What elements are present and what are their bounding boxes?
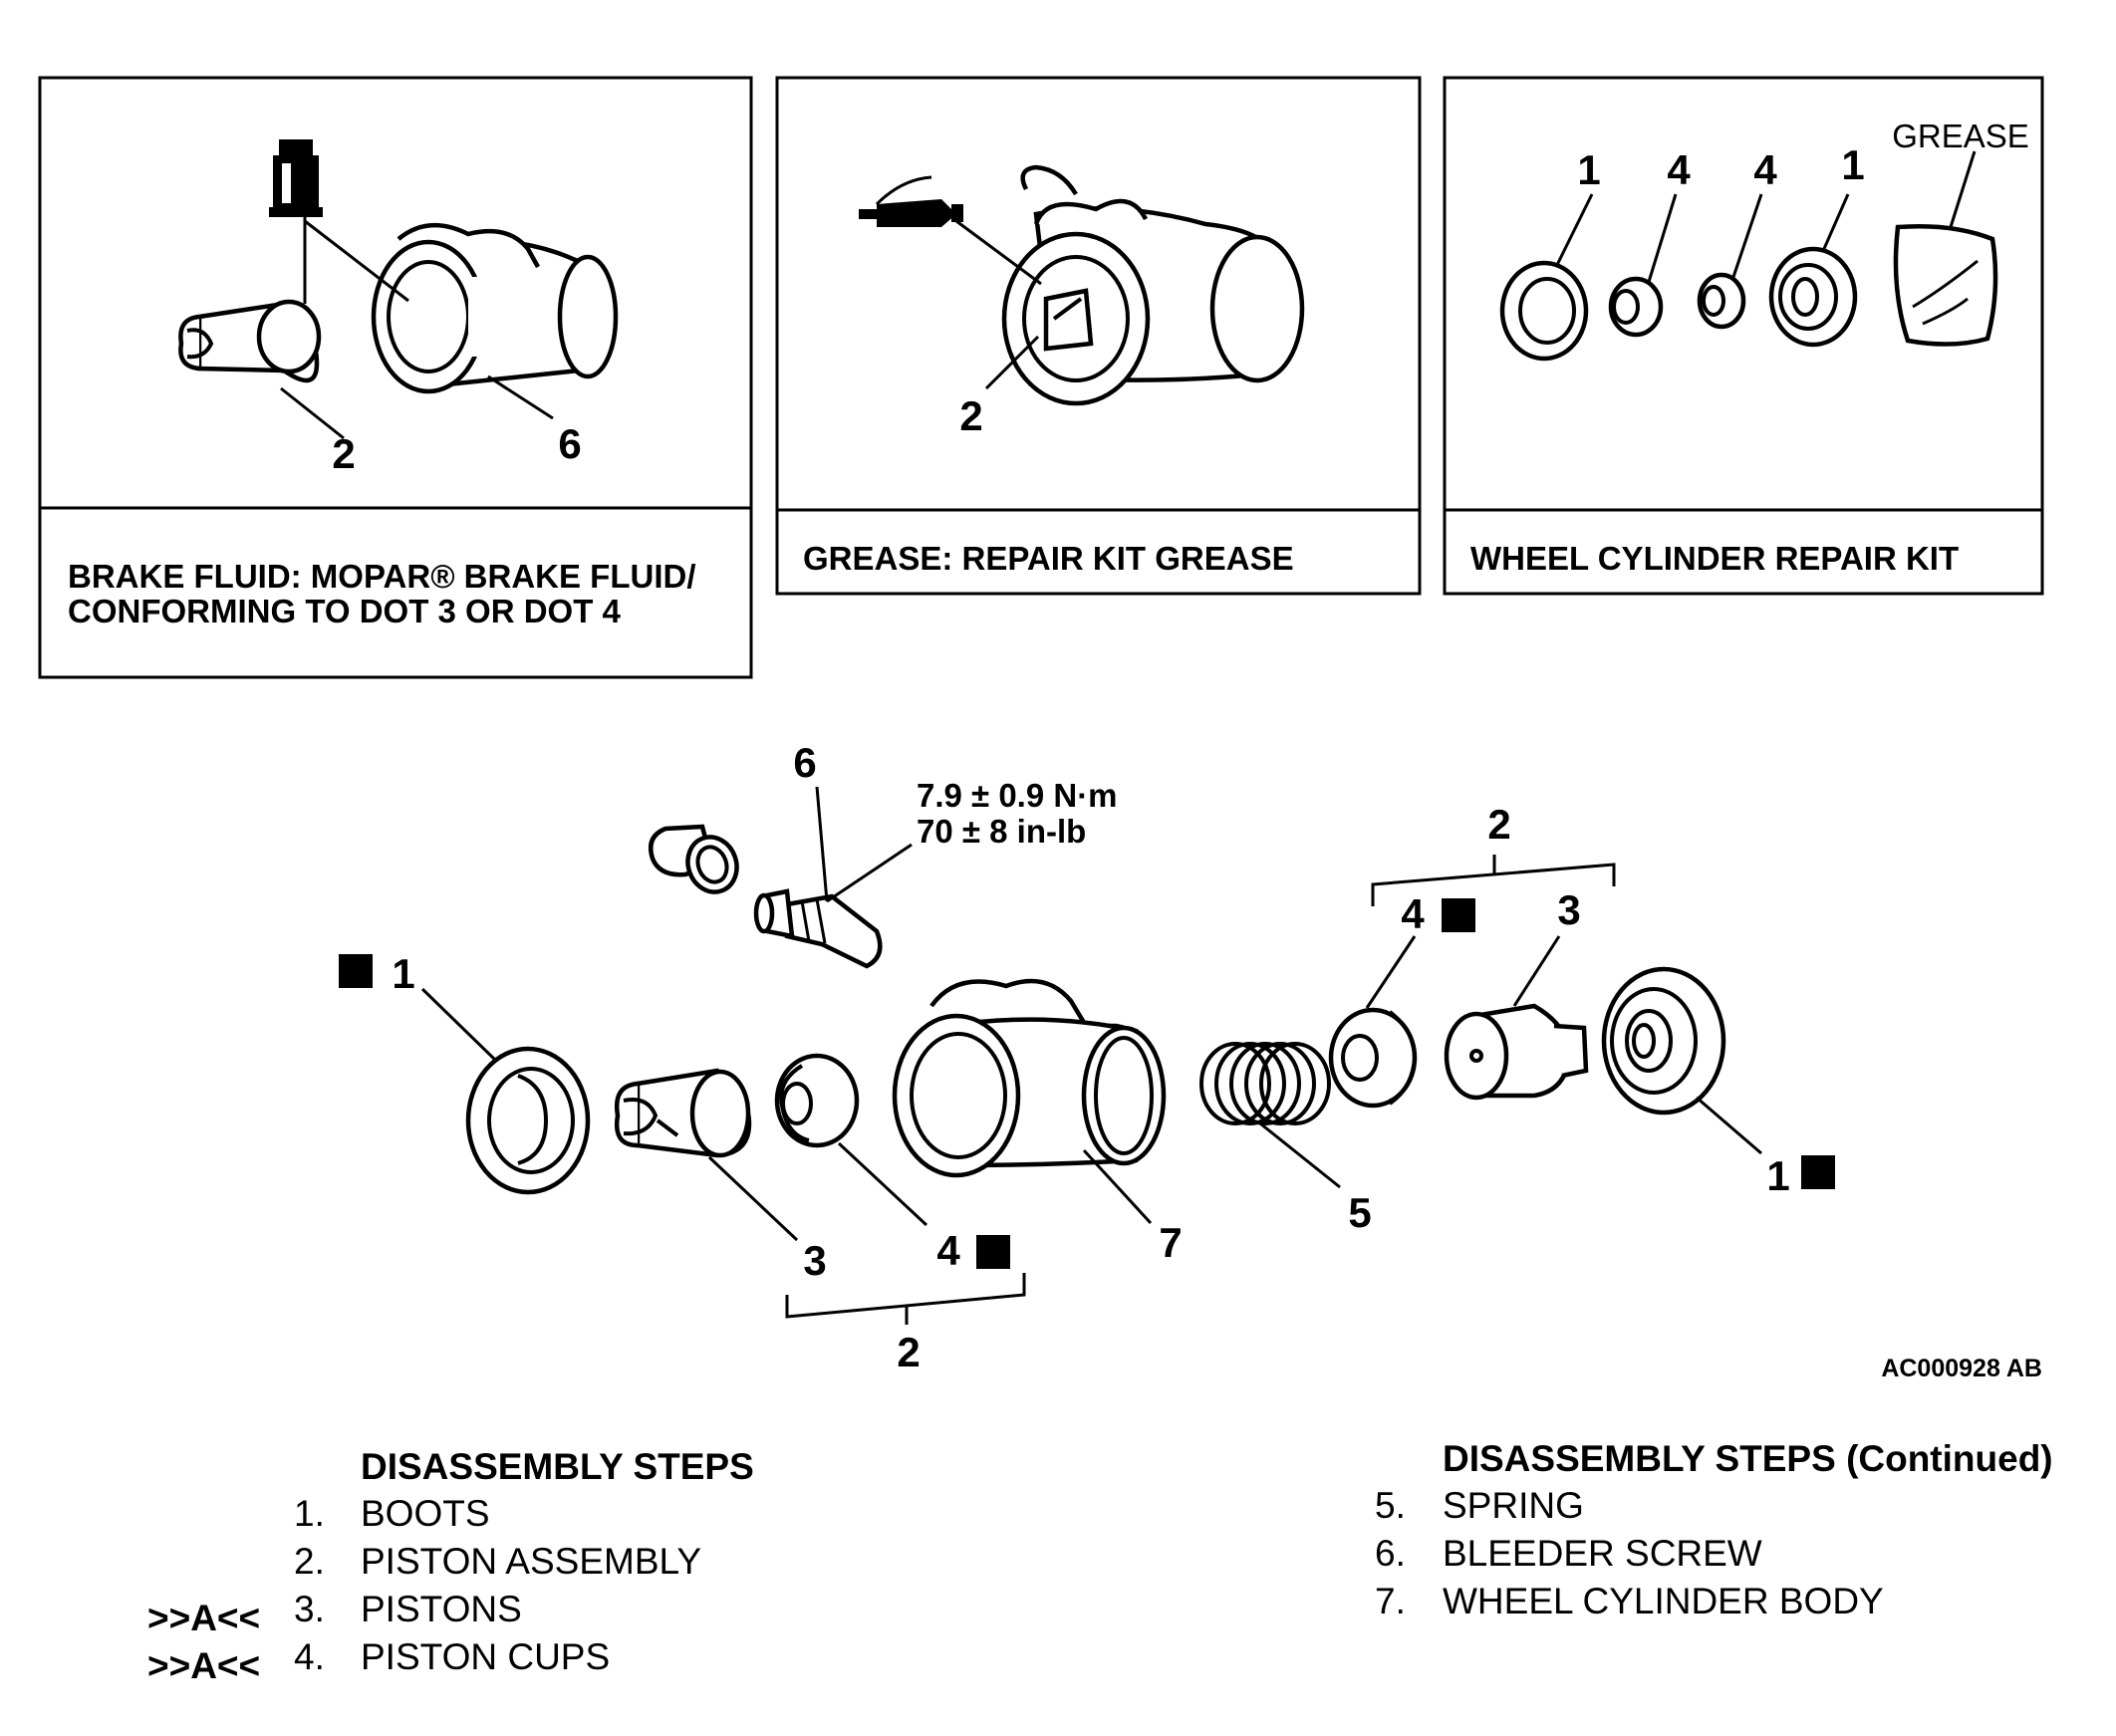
panel3-caption: WHEEL CYLINDER REPAIR KIT xyxy=(1470,540,1959,577)
left-piston-shape xyxy=(614,1068,752,1158)
callout-left-boot: 1 xyxy=(392,950,414,997)
panel1-callout-2: 2 xyxy=(332,430,355,477)
brake-fluid-bottle-icon xyxy=(269,139,323,217)
callout-right-piston: 3 xyxy=(1557,886,1580,933)
steps-left-text-3: PISTONS xyxy=(361,1589,522,1629)
steps-left-num-3: 3. xyxy=(294,1589,325,1629)
steps-left-mark-4: >>A<< xyxy=(147,1645,261,1686)
panel-brake-fluid: 2 6 BRAKE FLUID: MOPAR® BRAKE FLUID/ CON… xyxy=(38,76,753,679)
panel2-caption: GREASE: REPAIR KIT GREASE xyxy=(803,540,1294,577)
callout-left-assembly: 2 xyxy=(897,1329,920,1375)
figure-code: AC000928 AB xyxy=(1881,1355,2042,1382)
panel-repair-kit: 1 4 4 1 GREASE WHEEL CYLINDER REPAIR KIT xyxy=(1443,76,2044,596)
left-cup-shape xyxy=(774,1053,860,1148)
panel-grease: 2 GREASE: REPAIR KIT GREASE xyxy=(775,76,1422,596)
left-boot-new-badge: N xyxy=(346,956,366,987)
callout-right-boot: 1 xyxy=(1766,1152,1789,1199)
steps-right-num-6: 6. xyxy=(1375,1533,1406,1574)
right-cup-new-badge: N xyxy=(1449,900,1468,931)
panel1-caption-line2: CONFORMING TO DOT 3 OR DOT 4 xyxy=(68,593,622,629)
callout-spring: 5 xyxy=(1348,1189,1371,1236)
steps-right-text-7: WHEEL CYLINDER BODY xyxy=(1443,1581,1884,1621)
torque-inlb: 70 ± 8 in-lb xyxy=(917,813,1086,850)
panel1-callout-6: 6 xyxy=(558,420,581,467)
steps-right-heading: DISASSEMBLY STEPS (Continued) xyxy=(1443,1438,2053,1479)
bleeder-screw-shape xyxy=(753,888,883,969)
right-boot-new-badge-bg xyxy=(1801,1155,1835,1189)
steps-left-num-4: 4. xyxy=(294,1636,325,1677)
steps-right-num-7: 7. xyxy=(1375,1581,1406,1621)
steps-right-text-5: SPRING xyxy=(1443,1485,1584,1526)
right-boot-shape xyxy=(1601,966,1726,1116)
steps-right-text-6: BLEEDER SCREW xyxy=(1443,1533,1762,1574)
grease-tube-icon xyxy=(859,175,963,227)
steps-left-text-4: PISTON CUPS xyxy=(361,1636,611,1677)
panel3-callout-4b: 4 xyxy=(1753,146,1777,193)
callout-bleeder-screw: 6 xyxy=(793,739,816,786)
left-cup-new-badge: N xyxy=(983,1237,1003,1268)
callout-body: 7 xyxy=(1159,1219,1182,1266)
steps-left-num-1: 1. xyxy=(294,1493,325,1534)
steps-left-text-2: PISTON ASSEMBLY xyxy=(361,1541,702,1582)
steps-right-num-5: 5. xyxy=(1375,1485,1406,1526)
callout-left-cup: 4 xyxy=(936,1227,960,1274)
panel3-grease-label: GREASE xyxy=(1892,118,2029,154)
panel3-callout-1a: 1 xyxy=(1577,146,1600,193)
panel3-callout-4a: 4 xyxy=(1667,146,1691,193)
right-piston-shape xyxy=(1444,1003,1589,1101)
callout-left-piston: 3 xyxy=(803,1237,826,1284)
panel1-cylinder-body-shape xyxy=(371,222,619,394)
spring-shape xyxy=(1199,1042,1331,1125)
panel2-cylinder-shape xyxy=(1001,164,1305,406)
right-cup-new-badge-bg xyxy=(1442,898,1475,932)
grease-sachet-icon xyxy=(1893,223,1998,347)
steps-left-num-2: 2. xyxy=(294,1541,325,1582)
bleeder-cap-shape xyxy=(648,824,739,894)
exploded-view: 6 7.9 ± 0.9 N·m 70 ± 8 in-lb N 1 3 xyxy=(339,739,2042,1382)
left-cup-new-badge-bg xyxy=(976,1235,1010,1269)
panel2-callout-2: 2 xyxy=(959,392,982,439)
steps-left-heading: DISASSEMBLY STEPS xyxy=(361,1446,754,1487)
panel1-piston-shape xyxy=(178,299,322,383)
steps-left-text-1: BOOTS xyxy=(361,1493,490,1534)
panel3-callout-1b: 1 xyxy=(1841,141,1864,188)
callout-right-assembly: 2 xyxy=(1487,801,1510,848)
left-boot-shape xyxy=(465,1046,591,1195)
right-boot-new-badge: N xyxy=(1808,1157,1828,1188)
panel1-caption-line1: BRAKE FLUID: MOPAR® BRAKE FLUID/ xyxy=(68,558,696,595)
callout-right-cup: 4 xyxy=(1401,890,1425,937)
left-boot-new-badge-bg xyxy=(339,954,373,988)
cylinder-body-shape xyxy=(892,978,1167,1178)
torque-nm: 7.9 ± 0.9 N·m xyxy=(917,777,1118,814)
steps-left-mark-3: >>A<< xyxy=(147,1598,261,1638)
right-cup-shape xyxy=(1328,1007,1418,1109)
